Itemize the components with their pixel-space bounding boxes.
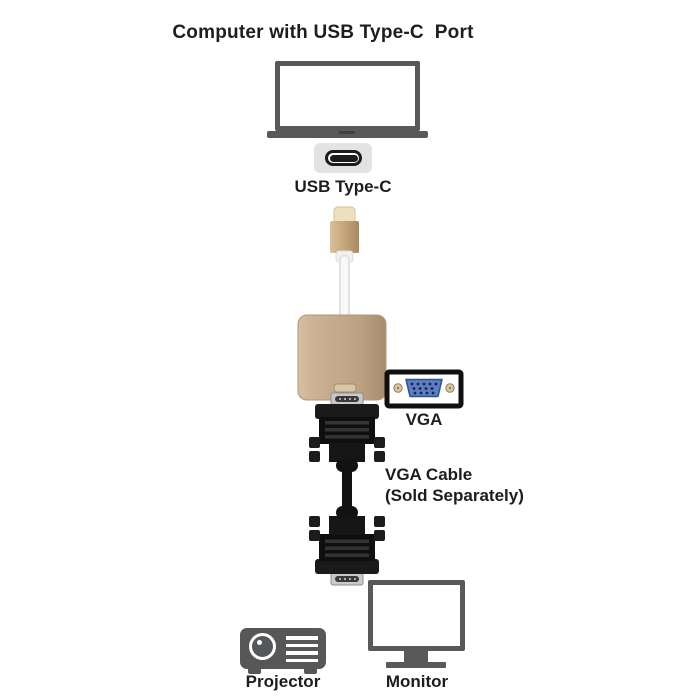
projector-lens-icon: [249, 633, 276, 660]
diagram-title: Computer with USB Type-C Port: [172, 22, 474, 43]
projector-foot-right: [304, 668, 317, 674]
vga-screw-left-center: [396, 386, 400, 390]
usb-type-c-label: USB Type-C: [294, 177, 392, 196]
projector-vent-1: [286, 636, 318, 640]
vga-pins: [410, 382, 438, 395]
vga-cable-bottom-connector: [308, 474, 386, 586]
usb-c-plug-tip: [333, 206, 356, 224]
vga-cable-label-line1: VGA Cable: [385, 465, 473, 484]
vga-label: VGA: [405, 410, 443, 429]
vga-cable-label-line2: (Sold Separately): [385, 486, 524, 505]
vga-cable-label: VGA Cable (Sold Separately): [385, 464, 524, 506]
projector-label: Projector: [245, 672, 321, 691]
projector-vent-4: [286, 658, 318, 662]
laptop-screen: [275, 61, 420, 131]
usb-c-adapter: [297, 206, 387, 401]
vga-cable-connectors: [308, 392, 386, 586]
projector-foot-left: [248, 668, 261, 674]
projector-lens-highlight: [257, 640, 262, 645]
usb-c-plug-body: [330, 221, 359, 253]
vga-connector-icon: [384, 369, 464, 409]
laptop-base: [267, 131, 428, 138]
vga-screw-right-center: [448, 386, 452, 390]
laptop-hinge-notch: [339, 131, 355, 134]
vga-blue-port: [405, 378, 443, 398]
projector-vent-2: [286, 643, 318, 647]
usb-c-pill-core: [329, 154, 358, 162]
adapter-vga-slot: [333, 383, 357, 393]
monitor-stand-base: [386, 662, 446, 668]
monitor-stand-neck: [404, 650, 428, 663]
projector-vent-3: [286, 651, 318, 655]
monitor-label: Monitor: [385, 672, 449, 691]
projector-icon: [240, 628, 326, 669]
usb-c-pill-icon: [325, 150, 362, 166]
monitor-screen: [368, 580, 465, 651]
